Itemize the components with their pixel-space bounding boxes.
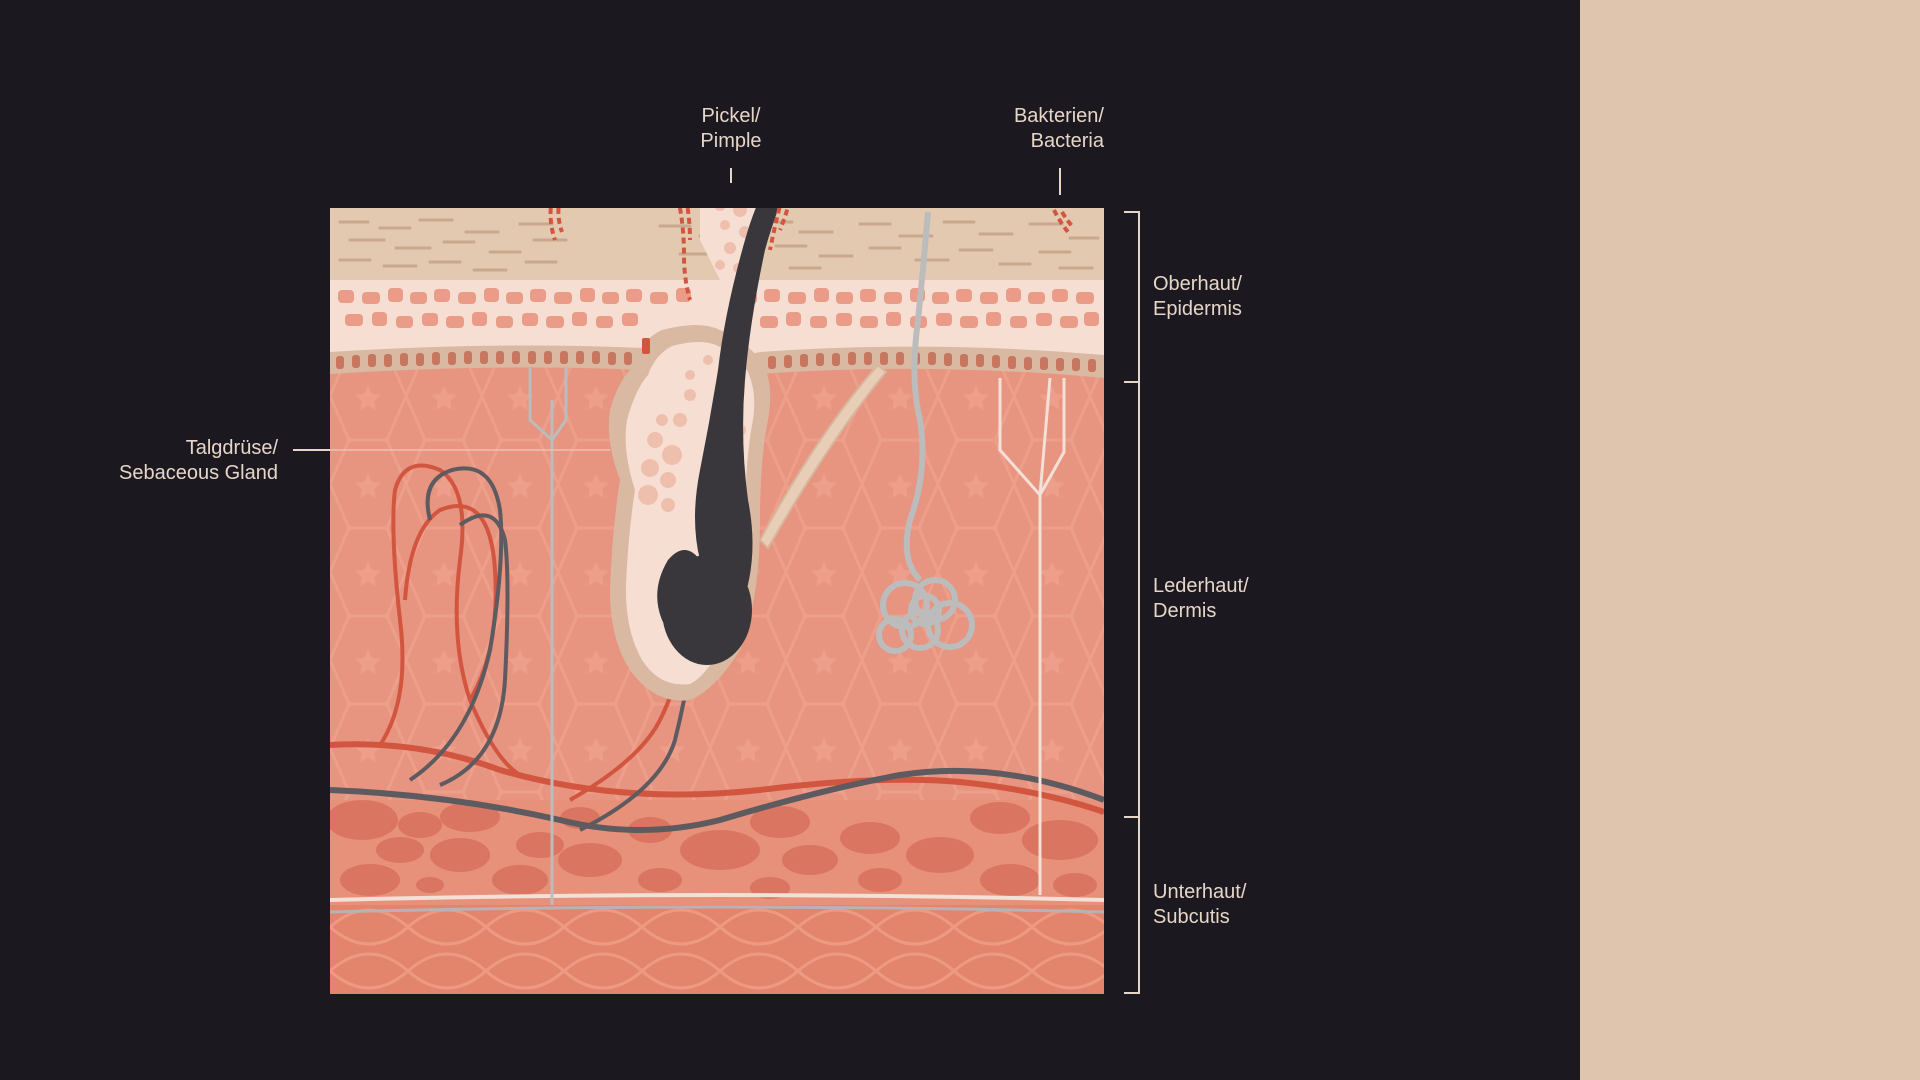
sebaceous-gland-label: Talgdrüse/ Sebaceous Gland xyxy=(80,436,278,486)
bacteria-strand xyxy=(1060,210,1076,230)
fat-cells xyxy=(330,800,1098,899)
sebaceous-gland-label-line1: Talgdrüse/ xyxy=(185,437,278,459)
bacteria-strand xyxy=(1052,209,1070,234)
dermis-label: Lederhaut/ Dermis xyxy=(1153,574,1249,624)
subcutis-texture xyxy=(330,905,1104,994)
sebaceous-gland-label-line2: Sebaceous Gland xyxy=(118,462,278,484)
sweat-gland xyxy=(876,577,975,654)
subcutis-border-line-2 xyxy=(330,905,1104,914)
nerve-left xyxy=(528,368,568,905)
basal-cells xyxy=(336,351,1096,372)
vein-loop-2 xyxy=(439,513,510,787)
side-panel xyxy=(1580,0,1920,1080)
hair-shaft xyxy=(657,208,779,650)
bacteria-strand xyxy=(768,208,782,251)
skin-cross-section-diagram xyxy=(293,168,1140,994)
pimple-label: Pickel/ Pimple xyxy=(676,104,786,154)
vein-main xyxy=(330,767,1104,833)
hair-bulb xyxy=(662,555,752,665)
subcutis-border-line xyxy=(330,893,1104,902)
epidermis-label: Oberhaut/ Epidermis xyxy=(1153,272,1242,322)
pimple-label-line1: Pickel/ xyxy=(701,105,761,127)
pimple-label-line2: Pimple xyxy=(700,130,762,152)
subcutis-label-line2: Subcutis xyxy=(1153,906,1230,928)
skin-block xyxy=(330,208,1104,994)
bacteria-cluster xyxy=(642,338,650,354)
dermis-label-line2: Dermis xyxy=(1153,600,1217,622)
layer-bracket xyxy=(1124,211,1140,994)
artery-main xyxy=(330,741,1104,815)
bacteria-strand xyxy=(548,208,557,241)
bacteria-strand xyxy=(685,208,692,241)
subcutis-label-line1: Unterhaut/ xyxy=(1153,881,1247,903)
epidermis-label-line1: Oberhaut/ xyxy=(1153,273,1242,295)
dermis-label-line1: Lederhaut/ xyxy=(1153,575,1249,597)
bacteria-label: Bakterien/ Bacteria xyxy=(960,104,1104,154)
epidermis-cells xyxy=(338,288,1099,328)
bacteria-strand xyxy=(556,208,564,233)
bacteria-label-line2: Bacteria xyxy=(1030,130,1104,152)
subcutis-label: Unterhaut/ Subcutis xyxy=(1153,880,1246,930)
bacteria-strand xyxy=(778,208,790,231)
sweat-duct xyxy=(903,211,931,583)
stratum-corneum-texture xyxy=(338,218,1100,272)
bacteria-label-line1: Bakterien/ xyxy=(1013,105,1104,127)
bacteria-strand xyxy=(677,208,692,301)
epidermis-label-line2: Epidermis xyxy=(1153,298,1242,320)
nerve-right xyxy=(998,377,1066,895)
bacteria-group xyxy=(548,208,1076,301)
arrector-pili-muscle xyxy=(758,363,888,550)
